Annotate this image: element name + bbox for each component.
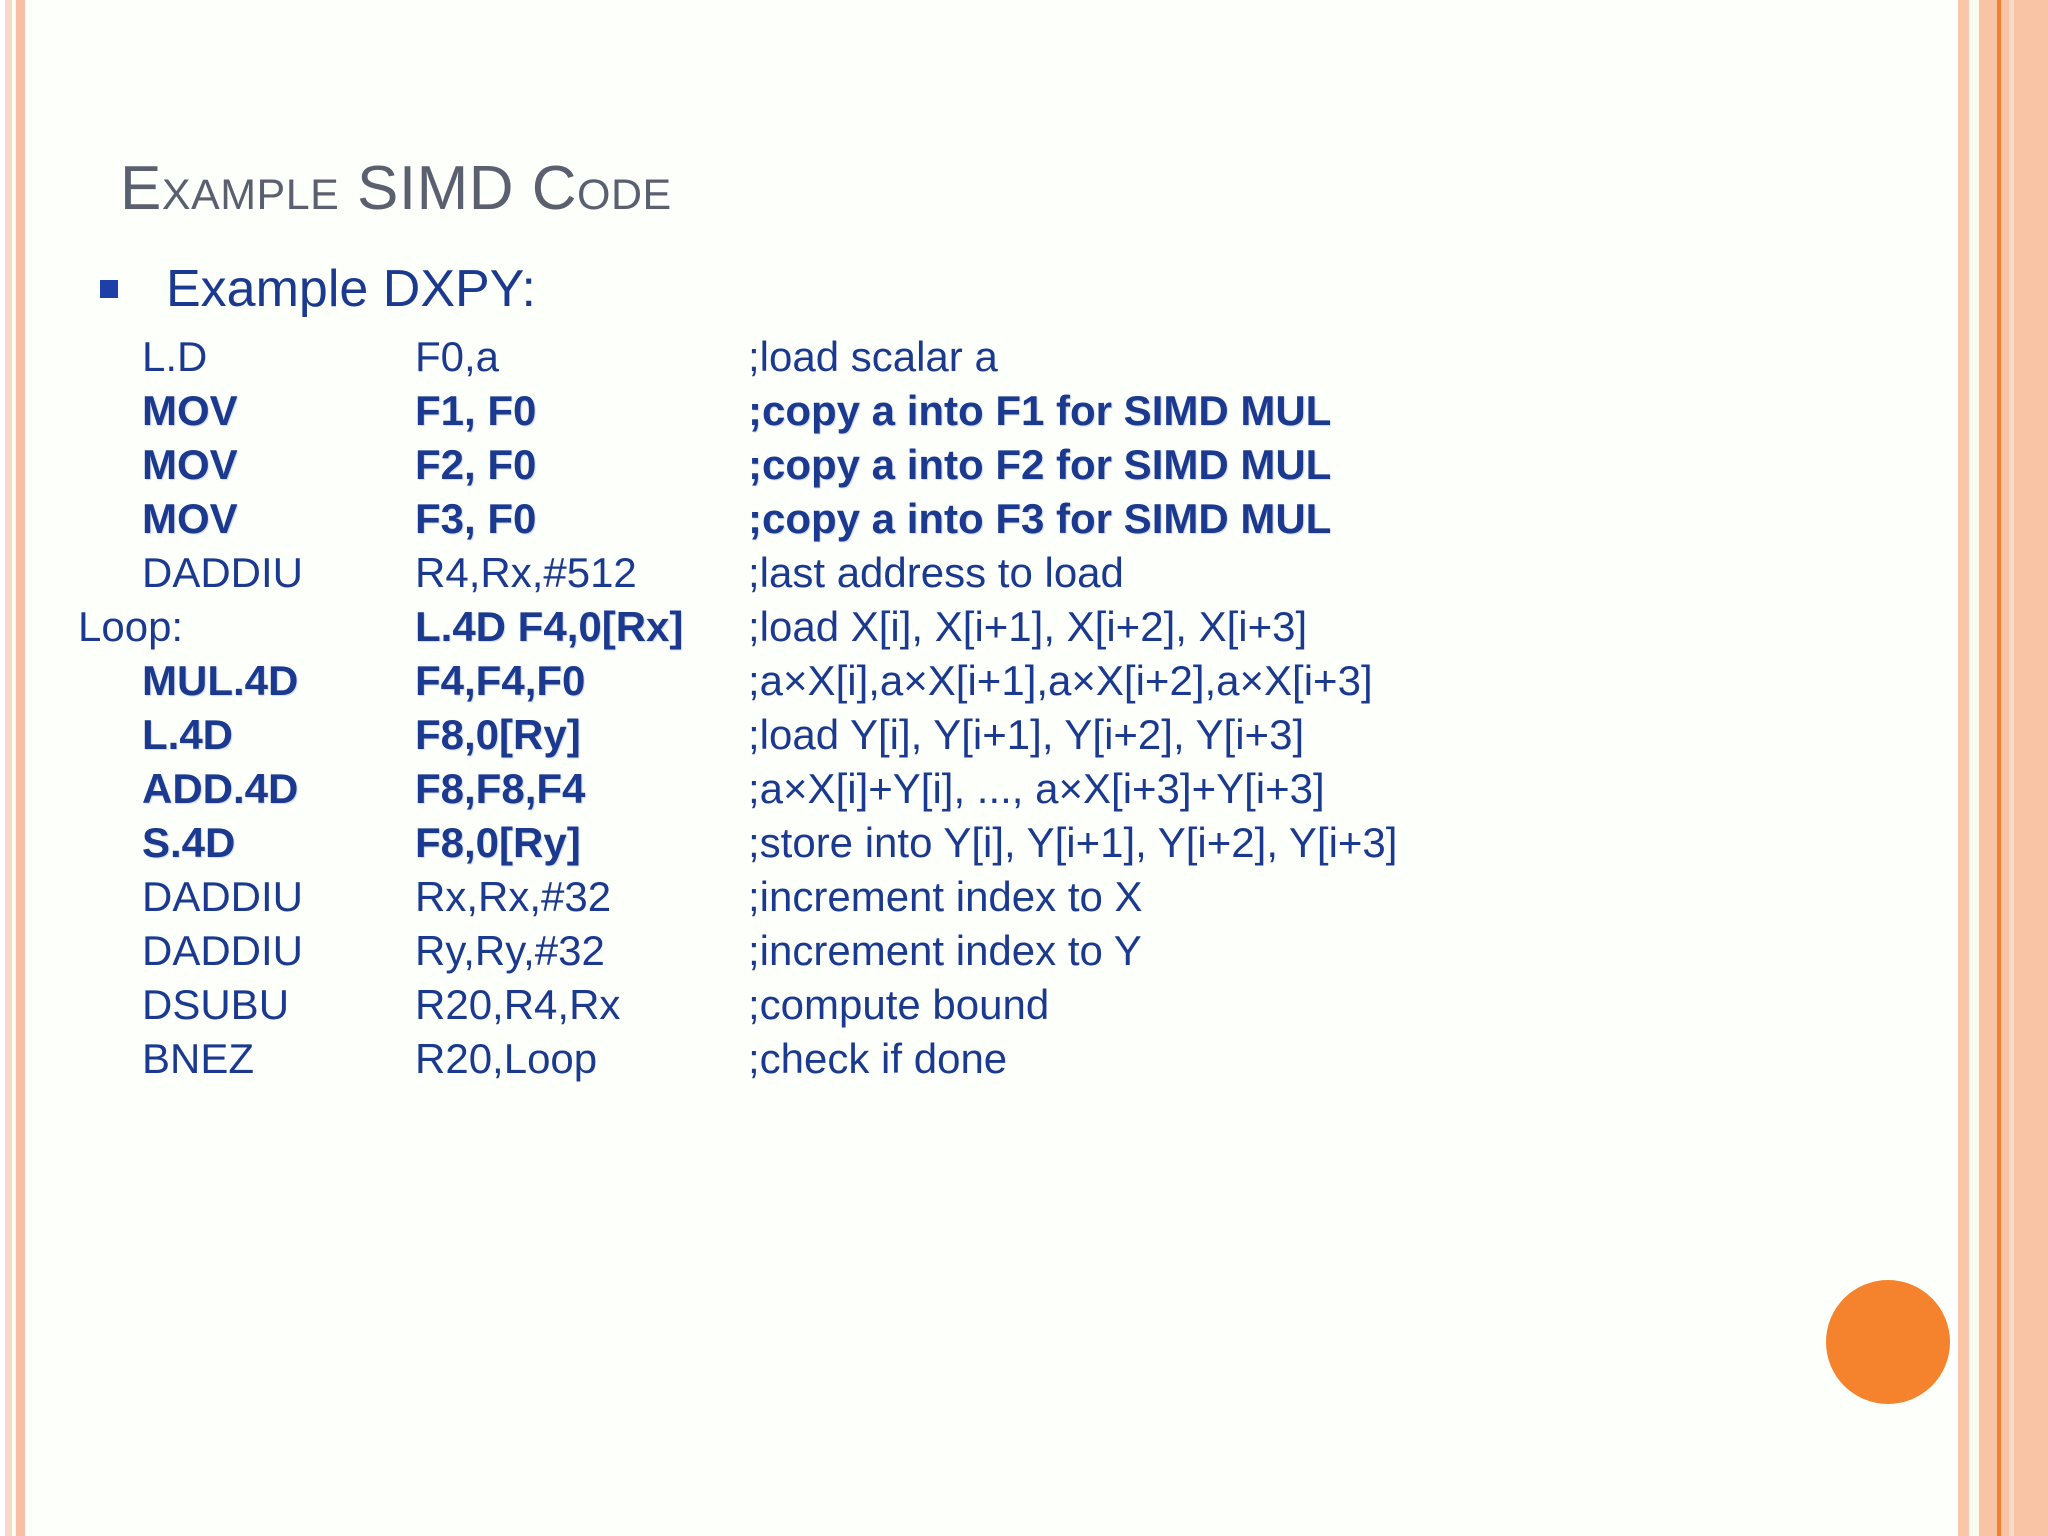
code-opcode: L.D	[142, 333, 208, 380]
code-opcode: BNEZ	[142, 1035, 255, 1082]
code-operands: R20,R4,Rx	[415, 981, 621, 1028]
code-operands: L.4D F4,0[Rx]	[415, 603, 684, 650]
code-opcode: DADDIU	[142, 873, 304, 920]
right-border-accent-line	[1997, 0, 2001, 1536]
left-border-gap-2	[12, 0, 16, 1536]
right-border-gap-2	[2009, 0, 2014, 1536]
square-bullet-icon	[100, 280, 118, 299]
code-operands: F8,F8,F4	[415, 765, 586, 812]
code-comment: ;load scalar a	[748, 333, 998, 380]
code-comment: ;load X[i], X[i+1], X[i+2], X[i+3]	[748, 603, 1308, 650]
code-operands: Rx,Rx,#32	[415, 873, 612, 920]
code-opcode: DSUBU	[142, 981, 290, 1028]
left-border-gap-1	[0, 0, 5, 1536]
code-operands: R20,Loop	[415, 1035, 598, 1082]
code-opcode: MOV	[142, 441, 238, 488]
orange-circle-decoration	[1826, 1280, 1950, 1404]
page-title: Example SIMD Code	[120, 154, 672, 223]
right-border-band-1	[1958, 0, 1969, 1536]
code-opcode: ADD.4D	[142, 765, 299, 812]
code-comment: ;increment index to Y	[748, 927, 1142, 974]
code-operands: F8,0[Ry]	[415, 711, 581, 758]
code-comment: ;copy a into F1 for SIMD MUL	[748, 387, 1332, 434]
code-comment: ;store into Y[i], Y[i+1], Y[i+2], Y[i+3]	[748, 819, 1398, 866]
code-comment: ;compute bound	[748, 981, 1050, 1028]
code-opcode: DADDIU	[142, 549, 304, 596]
code-operands: F4,F4,F0	[415, 657, 586, 704]
code-operands: F8,0[Ry]	[415, 819, 581, 866]
code-opcode: MUL.4D	[142, 657, 299, 704]
code-opcode: DADDIU	[142, 927, 304, 974]
right-border-band-4	[2014, 0, 2048, 1536]
code-opcode: L.4D	[142, 711, 234, 758]
right-border-band-3	[2001, 0, 2009, 1536]
bullet-item: Example DXPY:	[100, 262, 536, 317]
code-opcode: MOV	[142, 495, 238, 542]
code-comment: ;last address to load	[748, 549, 1124, 596]
code-comment: ;load Y[i], Y[i+1], Y[i+2], Y[i+3]	[748, 711, 1305, 758]
code-operands: F1, F0	[415, 387, 537, 434]
code-comment: ;check if done	[748, 1035, 1008, 1082]
bullet-item-label: Example DXPY:	[166, 260, 536, 318]
code-opcode: S.4D	[142, 819, 236, 866]
code-comment: ;copy a into F3 for SIMD MUL	[748, 495, 1332, 542]
code-operands: Ry,Ry,#32	[415, 927, 605, 974]
code-comment: ;copy a into F2 for SIMD MUL	[748, 441, 1332, 488]
code-operands: R4,Rx,#512	[415, 549, 637, 596]
left-border-band-2	[16, 0, 25, 1536]
right-border-gap-1	[1969, 0, 1979, 1536]
right-border-gap-0	[1950, 0, 1958, 1536]
code-opcode: Loop:	[78, 603, 184, 650]
code-comment: ;a×X[i],a×X[i+1],a×X[i+2],a×X[i+3]	[748, 657, 1373, 704]
code-comment: ;increment index to X	[748, 873, 1143, 920]
code-operands: F0,a	[415, 333, 500, 380]
left-border-band-1	[5, 0, 12, 1536]
left-border-gap-3	[25, 0, 28, 1536]
code-operands: F2, F0	[415, 441, 537, 488]
code-comment: ;a×X[i]+Y[i], ..., a×X[i+3]+Y[i+3]	[748, 765, 1325, 812]
code-opcode: MOV	[142, 387, 238, 434]
right-border-band-2	[1979, 0, 1997, 1536]
code-operands: F3, F0	[415, 495, 537, 542]
